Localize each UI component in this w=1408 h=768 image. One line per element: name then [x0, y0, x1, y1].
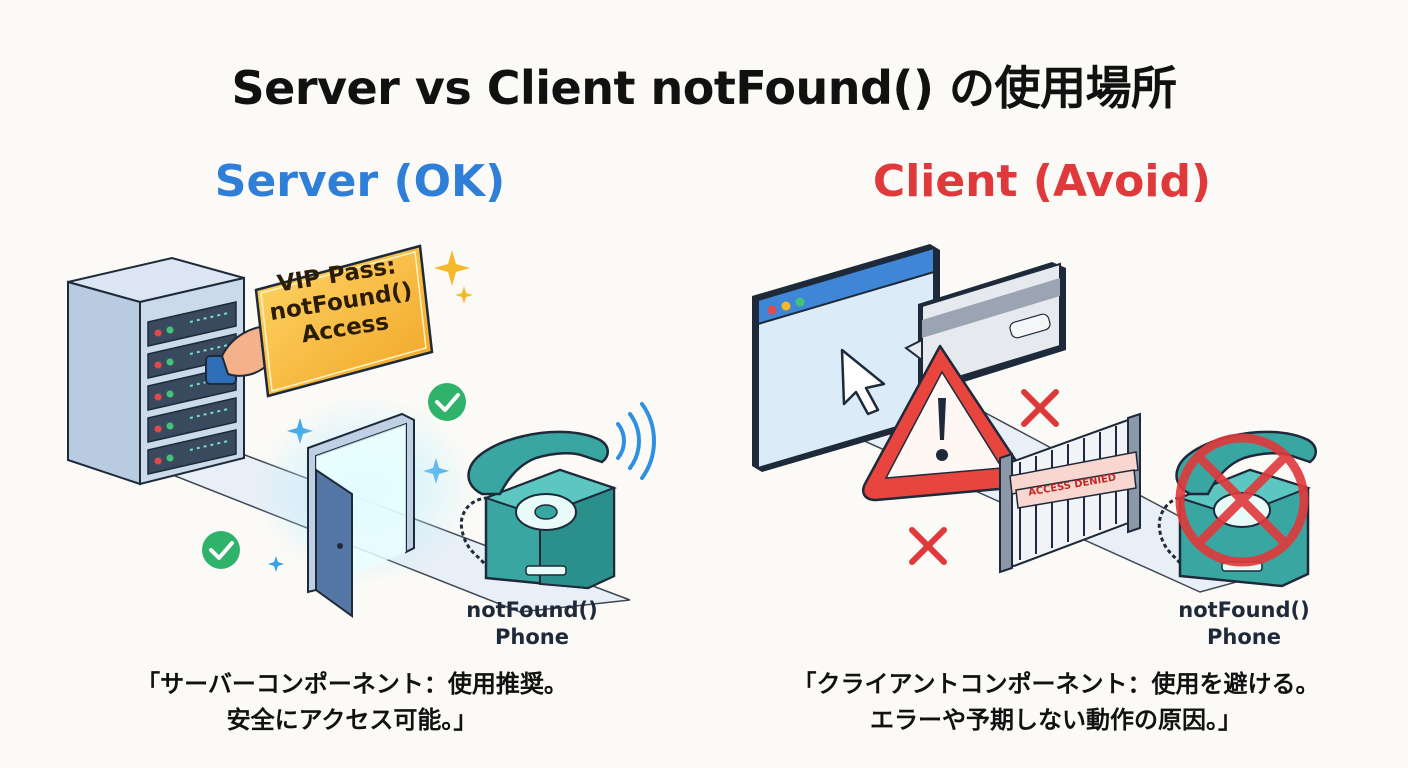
- phone-label-line: Phone: [495, 625, 569, 649]
- client-caption: 「クライアントコンポーネント：使用を避ける。 エラーや予期しない動作の原因。」: [736, 666, 1376, 738]
- sound-waves-icon: [616, 402, 656, 480]
- caption-line: エラーや予期しない動作の原因。」: [870, 706, 1242, 734]
- door-icon: [255, 395, 475, 618]
- page-title: Server vs Client notFound() の使用場所: [231, 61, 1177, 115]
- check-icon: [202, 531, 240, 569]
- cross-icon: [1021, 389, 1059, 427]
- gate-icon: ACCESS DENIED: [999, 412, 1141, 574]
- caption-line: 「クライアントコンポーネント：使用を避ける。: [792, 670, 1320, 698]
- prohibited-icon: [1175, 433, 1309, 567]
- cross-icon: [909, 527, 947, 565]
- client-heading: Client (Avoid): [872, 156, 1212, 207]
- caption-line: 安全にアクセス可能。」: [226, 706, 478, 734]
- server-heading: Server (OK): [214, 156, 506, 207]
- cursor-icon: [840, 348, 886, 416]
- check-icon: [428, 383, 466, 421]
- server-phone-label: notFound() Phone: [432, 597, 632, 651]
- phone-label-line: Phone: [1207, 625, 1281, 649]
- server-caption: 「サーバーコンポーネント：使用推奨。 安全にアクセス可能。」: [32, 666, 672, 738]
- sparkle-icon: [434, 250, 473, 304]
- phone-label-line: notFound(): [1178, 598, 1310, 622]
- phone-icon: [459, 430, 617, 590]
- phone-label-line: notFound(): [466, 598, 598, 622]
- vip-pass-icon: [254, 244, 434, 398]
- caption-line: 「サーバーコンポーネント：使用推奨。: [136, 670, 568, 698]
- credit-card-icon: [904, 262, 1066, 392]
- client-phone-label: notFound() Phone: [1144, 597, 1344, 651]
